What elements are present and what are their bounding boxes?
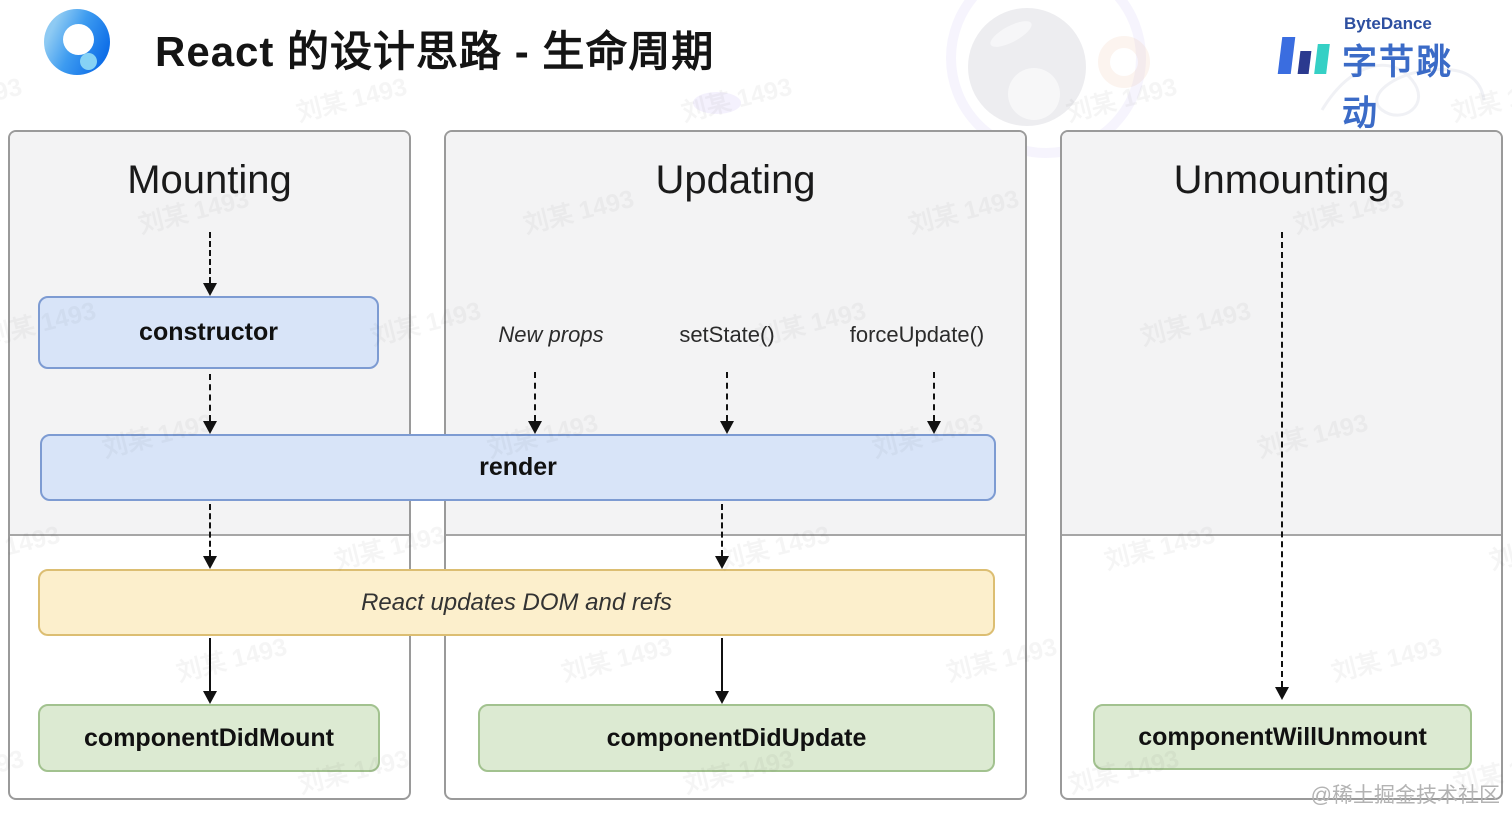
box-component-did-mount: componentDidMount bbox=[38, 704, 380, 772]
arrow-forceupdate-to-render bbox=[926, 372, 941, 434]
box-component-did-update: componentDidUpdate bbox=[478, 704, 995, 772]
arrow-render-to-domrefs-mounting bbox=[202, 504, 217, 569]
bytedance-bar-teal bbox=[1314, 44, 1330, 74]
arrow-constructor-to-render bbox=[202, 374, 217, 434]
box-react-updates-dom-refs: React updates DOM and refs bbox=[38, 569, 995, 636]
app-logo-hole bbox=[63, 24, 94, 55]
astronaut-helmet-shine bbox=[986, 16, 1036, 52]
bytedance-logo: ByteDance 字节跳动 bbox=[1258, 10, 1488, 133]
arrow-domrefs-to-didupdate bbox=[714, 638, 729, 704]
arrow-render-to-domrefs-updating bbox=[714, 504, 729, 569]
watermark-text: 刘某 1493 bbox=[0, 67, 25, 129]
community-credit: @稀土掘金技术社区 bbox=[1310, 784, 1500, 807]
astronaut-helmet-decoration bbox=[968, 8, 1086, 126]
bytedance-bar-navy bbox=[1297, 51, 1312, 74]
panel-mounting-title: Mounting bbox=[127, 158, 292, 202]
bytedance-bars-icon bbox=[1276, 32, 1334, 74]
bytedance-name-en: ByteDance bbox=[1344, 14, 1432, 33]
panel-updating-title: Updating bbox=[655, 158, 816, 202]
box-render: render bbox=[40, 434, 996, 501]
label-force-update: forceUpdate() bbox=[849, 322, 985, 347]
box-component-will-unmount: componentWillUnmount bbox=[1093, 704, 1472, 770]
app-logo-icon bbox=[44, 9, 110, 75]
panel-unmounting-title: Unmounting bbox=[1173, 158, 1390, 202]
watermark-text: 刘某 1493 bbox=[1062, 67, 1180, 129]
label-set-state: setState() bbox=[679, 322, 775, 347]
blob-decoration bbox=[693, 92, 741, 114]
bytedance-name-zh: 字节跳动 bbox=[1342, 43, 1454, 133]
donut-decoration bbox=[1098, 36, 1150, 88]
box-constructor: constructor bbox=[38, 296, 379, 369]
arrow-unmounting-to-willunmount bbox=[1274, 232, 1289, 700]
page-title: React 的设计思路 - 生命周期 bbox=[155, 28, 715, 75]
astronaut-face-decoration bbox=[1008, 68, 1060, 120]
bytedance-bar-blue bbox=[1277, 37, 1296, 74]
app-logo-dot bbox=[80, 53, 97, 70]
arrow-setstate-to-render bbox=[719, 372, 734, 434]
arrow-newprops-to-render bbox=[527, 372, 542, 434]
label-new-props: New props bbox=[498, 322, 604, 347]
arrow-mounting-to-constructor bbox=[202, 232, 217, 296]
arrow-domrefs-to-didmount bbox=[202, 638, 217, 704]
